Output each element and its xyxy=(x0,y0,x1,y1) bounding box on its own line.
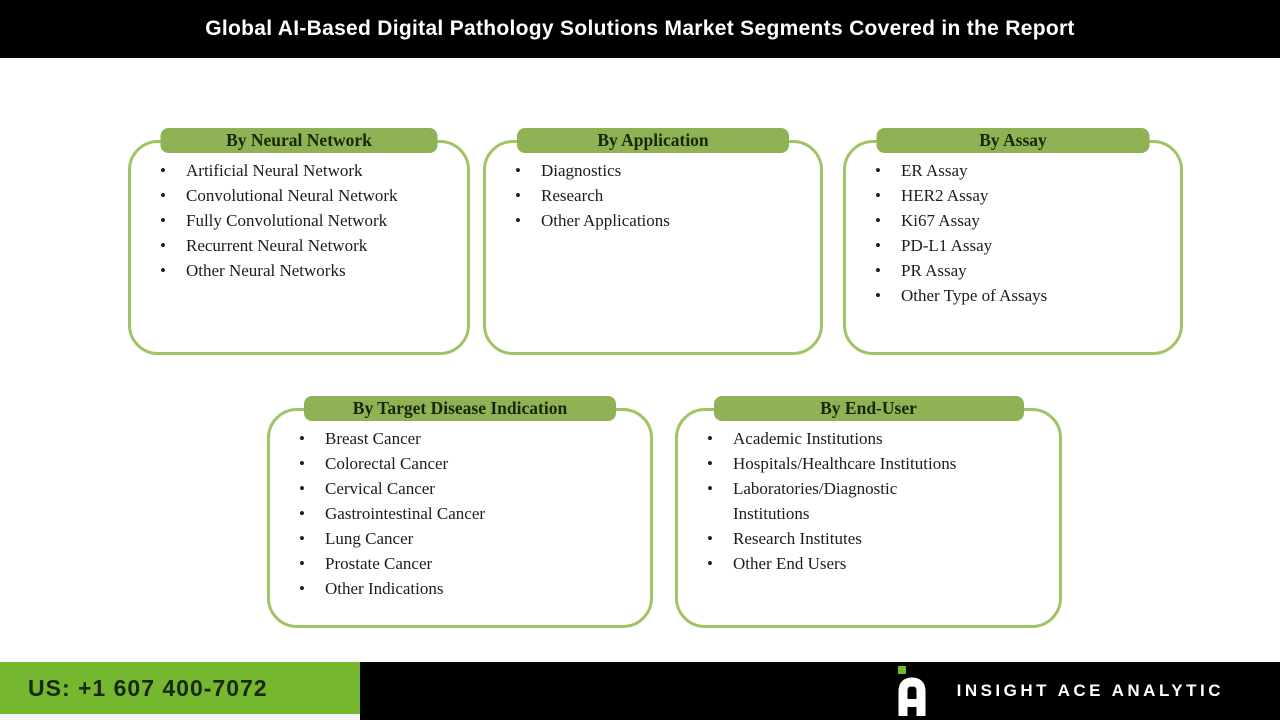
list-item: Breast Cancer xyxy=(297,426,642,451)
segment-heading-target-disease-indication: By Target Disease Indication xyxy=(304,396,616,421)
brand-name: INSIGHT ACE ANALYTIC xyxy=(956,681,1224,700)
page-title: Global AI-Based Digital Pathology Soluti… xyxy=(205,17,1075,40)
segment-box-assay: By Assay ER Assay HER2 Assay Ki67 Assay … xyxy=(843,128,1183,355)
phone-number: US: +1 607 400-7072 xyxy=(28,674,268,701)
list-item: Colorectal Cancer xyxy=(297,451,642,476)
list-item: Other Type of Assays xyxy=(873,283,1172,308)
segment-heading-end-user: By End-User xyxy=(713,396,1024,421)
segment-box-target-disease-indication: By Target Disease Indication Breast Canc… xyxy=(267,396,653,628)
segment-heading-application: By Application xyxy=(517,128,789,153)
segment-list-application: Diagnostics Research Other Applications xyxy=(486,143,820,233)
list-item: ER Assay xyxy=(873,158,1172,183)
list-item: Cervical Cancer xyxy=(297,476,642,501)
list-item: Other Indications xyxy=(297,576,642,601)
list-item: Other Neural Networks xyxy=(158,258,459,283)
list-item: Recurrent Neural Network xyxy=(158,233,459,258)
list-item: Hospitals/Healthcare Institutions xyxy=(705,451,1051,476)
segment-list-target-disease-indication: Breast Cancer Colorectal Cancer Cervical… xyxy=(270,411,650,601)
list-item: Academic Institutions xyxy=(705,426,1051,451)
list-item: PD-L1 Assay xyxy=(873,233,1172,258)
footer-bar: US: +1 607 400-7072 INSIGHT ACE ANALYTIC xyxy=(0,662,1280,720)
list-item: Prostate Cancer xyxy=(297,551,642,576)
segment-box-application: By Application Diagnostics Research Othe… xyxy=(483,128,823,355)
list-item: Other Applications xyxy=(513,208,812,233)
segment-box-neural-network: By Neural Network Artificial Neural Netw… xyxy=(128,128,470,355)
list-item: Research xyxy=(513,183,812,208)
list-item: Ki67 Assay xyxy=(873,208,1172,233)
segment-list-end-user: Academic Institutions Hospitals/Healthca… xyxy=(678,411,1059,576)
segment-box-end-user: By End-User Academic Institutions Hospit… xyxy=(675,396,1062,628)
list-item: HER2 Assay xyxy=(873,183,1172,208)
segment-heading-assay: By Assay xyxy=(876,128,1150,153)
list-item: Lung Cancer xyxy=(297,526,642,551)
list-item: Diagnostics xyxy=(513,158,812,183)
segment-list-neural-network: Artificial Neural Network Convolutional … xyxy=(131,143,467,283)
list-item: PR Assay xyxy=(873,258,1172,283)
title-bar: Global AI-Based Digital Pathology Soluti… xyxy=(0,0,1280,58)
list-item: Laboratories/Diagnostic Institutions xyxy=(705,476,1051,526)
list-item: Convolutional Neural Network xyxy=(158,183,459,208)
phone-block-underline xyxy=(0,714,360,720)
insight-ace-logo-icon xyxy=(897,666,926,716)
list-item: Fully Convolutional Network xyxy=(158,208,459,233)
list-item: Gastrointestinal Cancer xyxy=(297,501,642,526)
segment-heading-neural-network: By Neural Network xyxy=(160,128,438,153)
brand-block: INSIGHT ACE ANALYTIC xyxy=(895,662,1224,720)
phone-block: US: +1 607 400-7072 xyxy=(0,662,360,714)
list-item: Other End Users xyxy=(705,551,1051,576)
segment-list-assay: ER Assay HER2 Assay Ki67 Assay PD-L1 Ass… xyxy=(846,143,1180,308)
list-item: Artificial Neural Network xyxy=(158,158,459,183)
list-item: Research Institutes xyxy=(705,526,1051,551)
